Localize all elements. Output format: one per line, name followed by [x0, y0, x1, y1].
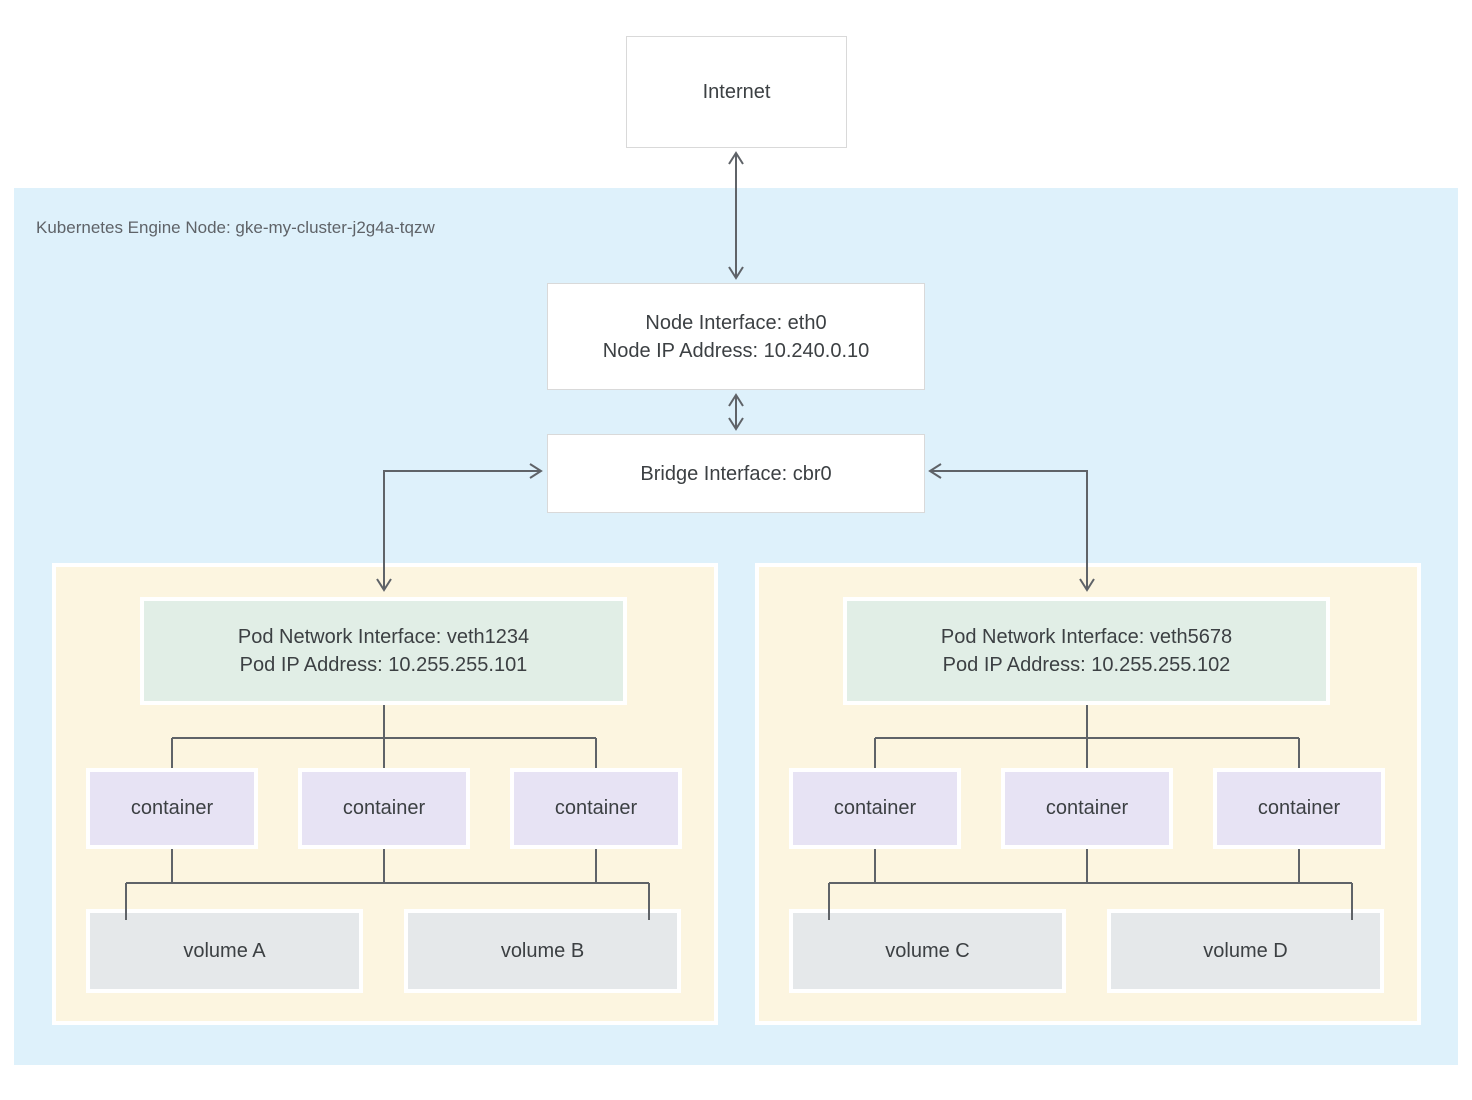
container-label: container [833, 797, 917, 819]
volume-label: volume A [183, 939, 266, 962]
internet-box: Internet [626, 36, 847, 148]
container-label: container [342, 797, 426, 819]
container-label: container [554, 797, 638, 819]
container-label: container [1257, 797, 1341, 819]
container-box: container [86, 768, 258, 849]
node-interface-line2: Node IP Address: 10.240.0.10 [602, 339, 870, 362]
volume-box: volume A [86, 909, 363, 993]
pod-network-interface-box-1: Pod Network Interface: veth1234 Pod IP A… [140, 597, 627, 705]
pod-network-interface-line1: Pod Network Interface: veth5678 [940, 626, 1233, 648]
container-label: container [1045, 797, 1129, 819]
node-interface-line1: Node Interface: eth0 [645, 311, 827, 334]
pod-ip-address-line: Pod IP Address: 10.255.255.102 [942, 654, 1231, 676]
volume-box: volume D [1107, 909, 1384, 993]
bridge-interface-box: Bridge Interface: cbr0 [547, 434, 925, 513]
pod-ip-address-line: Pod IP Address: 10.255.255.101 [239, 654, 528, 676]
container-box: container [298, 768, 470, 849]
container-box: container [510, 768, 682, 849]
container-label: container [130, 797, 214, 819]
container-box: container [1213, 768, 1385, 849]
pod-box-1: Pod Network Interface: veth1234 Pod IP A… [52, 563, 718, 1025]
pod-box-2: Pod Network Interface: veth5678 Pod IP A… [755, 563, 1421, 1025]
volume-label: volume B [500, 939, 585, 962]
volume-box: volume C [789, 909, 1066, 993]
volume-box: volume B [404, 909, 681, 993]
container-box: container [1001, 768, 1173, 849]
internet-label: Internet [702, 81, 771, 103]
pod-network-interface-line1: Pod Network Interface: veth1234 [237, 626, 530, 648]
kubernetes-node-region-label: Kubernetes Engine Node: gke-my-cluster-j… [36, 218, 435, 237]
bridge-interface-label: Bridge Interface: cbr0 [640, 462, 832, 485]
pod-network-interface-box-2: Pod Network Interface: veth5678 Pod IP A… [843, 597, 1330, 705]
volume-label: volume D [1203, 939, 1288, 962]
node-interface-box: Node Interface: eth0 Node IP Address: 10… [547, 283, 925, 390]
container-box: container [789, 768, 961, 849]
volume-label: volume C [885, 939, 970, 962]
